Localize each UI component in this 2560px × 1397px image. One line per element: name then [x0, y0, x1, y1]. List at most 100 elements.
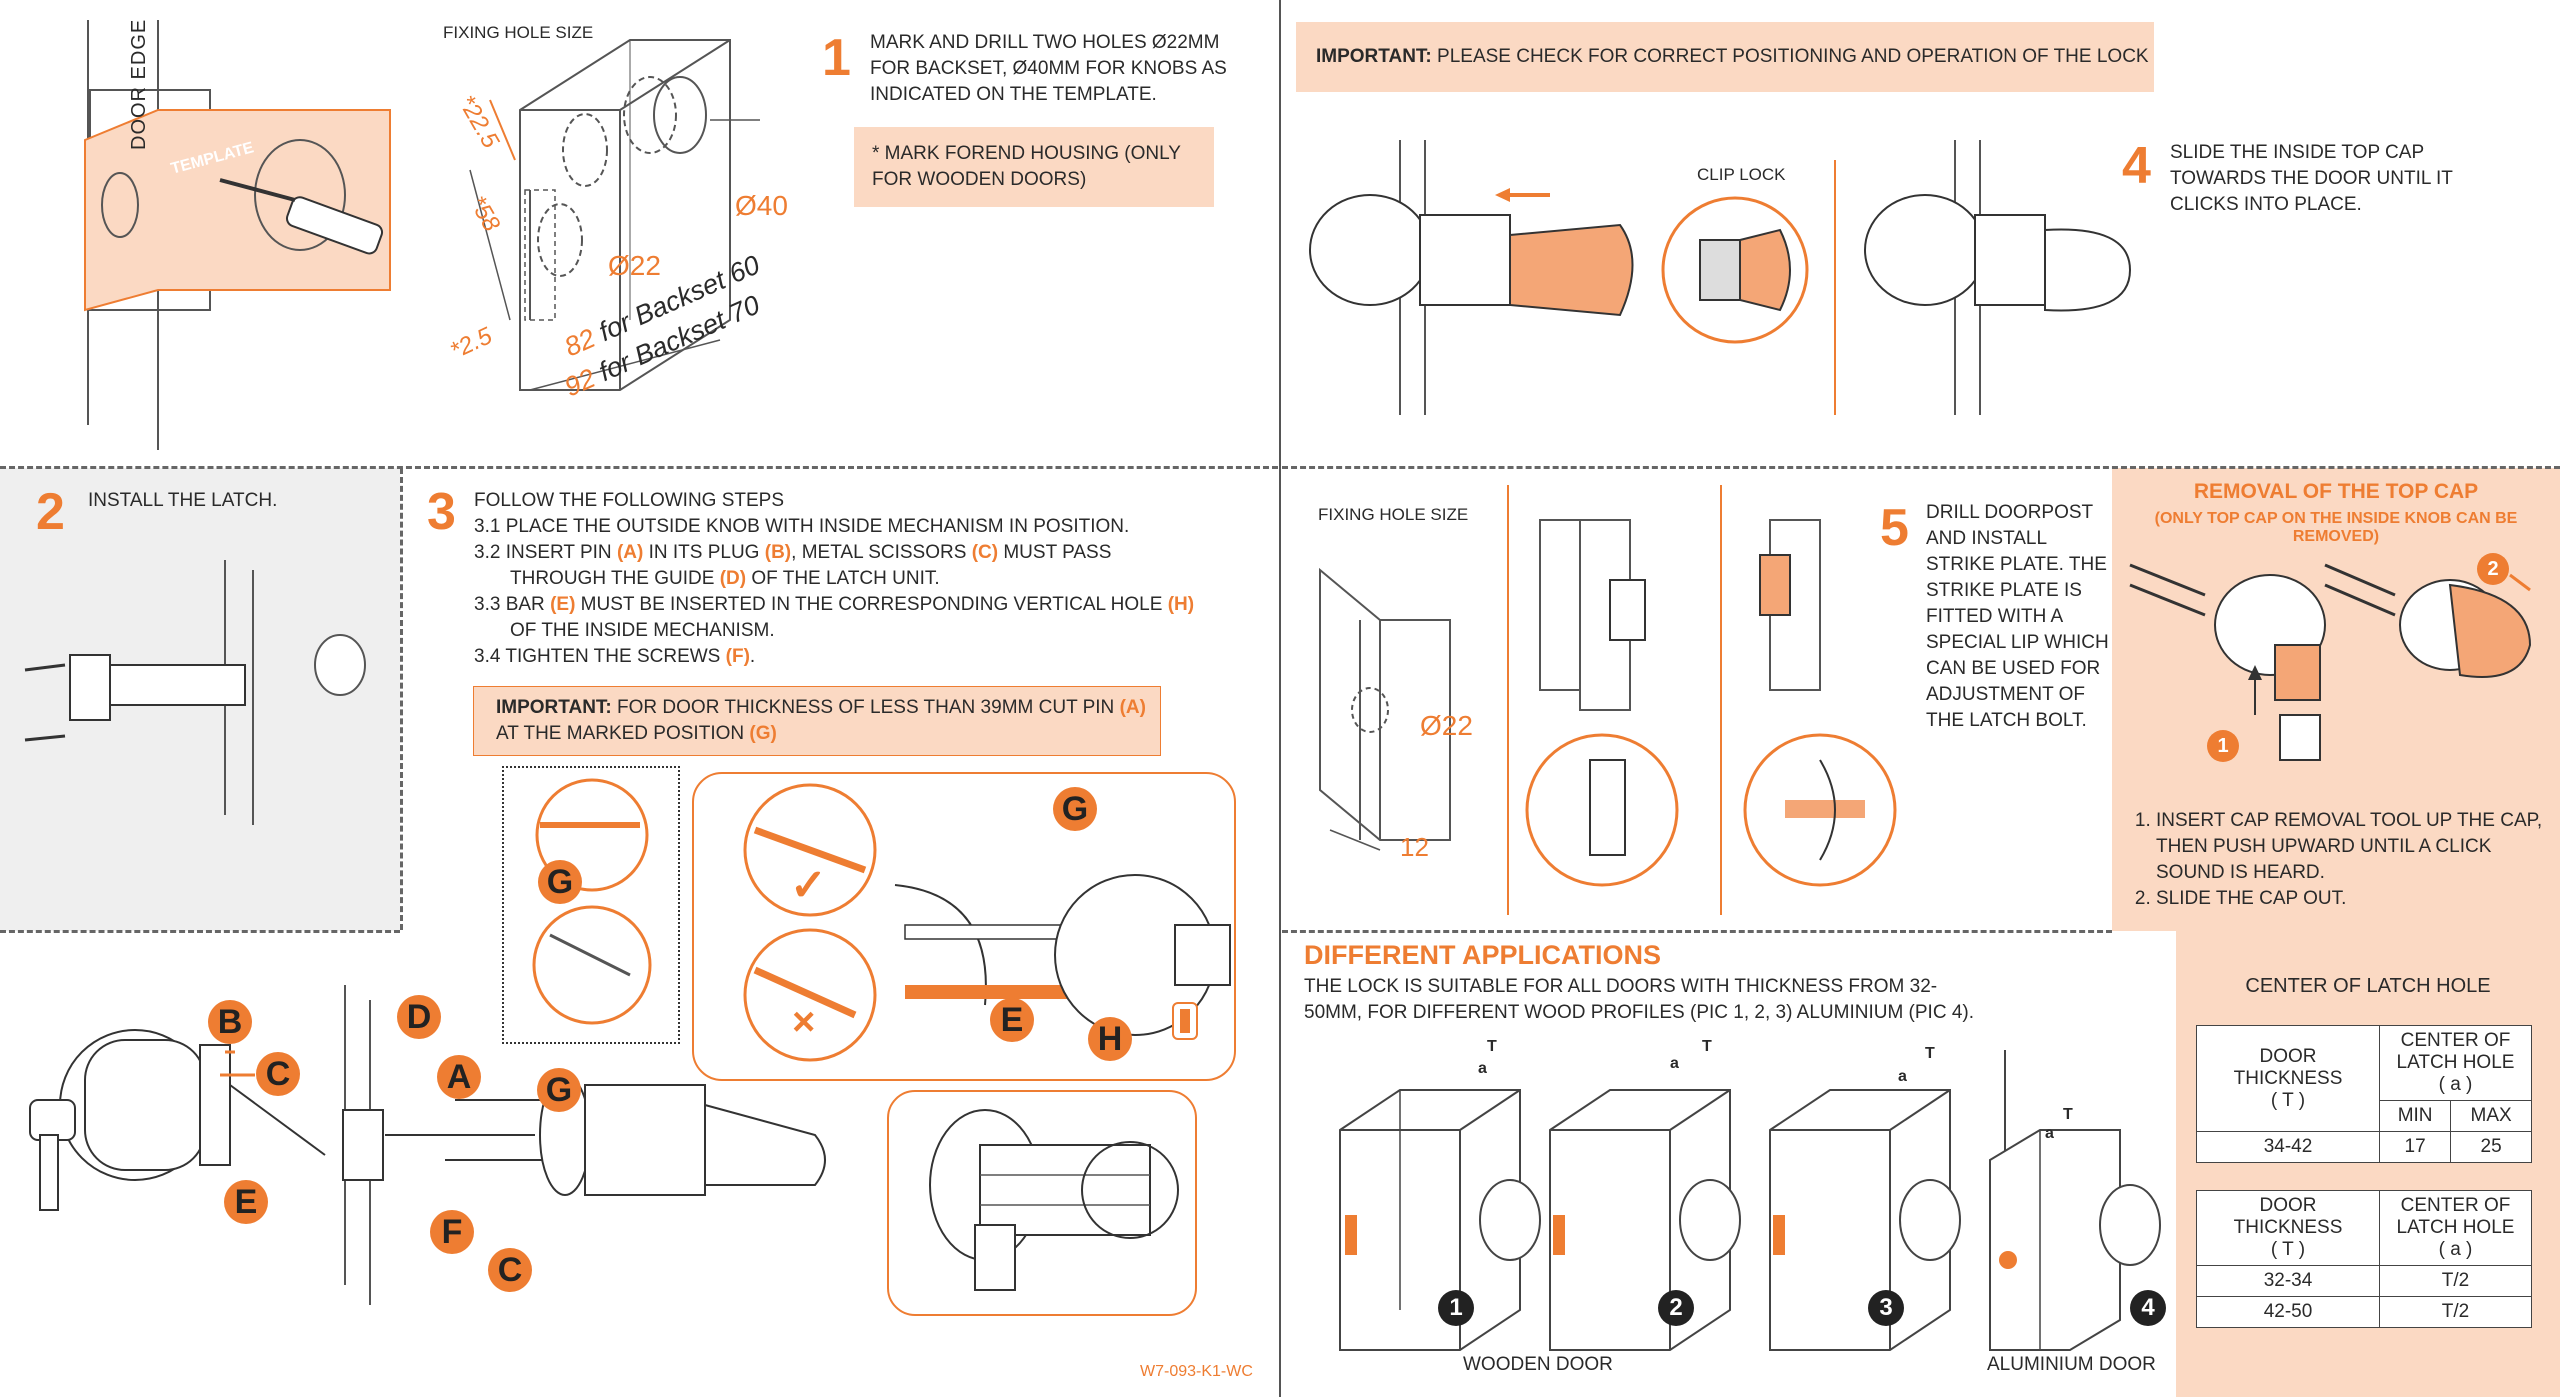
- clip-lock-label: CLIP LOCK: [1697, 165, 1786, 184]
- step3-important-a: FOR DOOR THICKNESS OF LESS THAN 39mm CUT…: [617, 697, 1115, 718]
- aluminium-door-label: ALUMINIUM DOOR: [1987, 1354, 2156, 1375]
- pic-badge-4: 4: [2130, 1290, 2166, 1326]
- step5-dim-12: 12: [1400, 832, 1429, 862]
- step5-number: 5: [1880, 499, 1909, 557]
- dim-40: Ø40: [735, 190, 788, 221]
- ref-F: (F): [725, 646, 750, 667]
- lt2-cell: T/2: [2379, 1296, 2532, 1328]
- document-code: W7-093-K1-WC: [1140, 1363, 1253, 1380]
- step3-2-num: 3.2: [474, 542, 501, 563]
- ref-E: (E): [550, 594, 576, 615]
- assembly-detail-box: [887, 1090, 1197, 1316]
- lt2-cell: 32-34: [2196, 1265, 2380, 1297]
- lt1-h1: DOOR THICKNESS: [2233, 1045, 2343, 1089]
- lt1-cell: 17: [2378, 1131, 2452, 1163]
- step3-important: IMPORTANT: FOR DOOR THICKNESS OF LESS TH…: [473, 686, 1161, 756]
- divider-left-top: [0, 466, 1278, 469]
- divider-right-mid: [1282, 930, 2112, 933]
- badge-D: D: [397, 995, 441, 1039]
- badge-F: F: [430, 1210, 474, 1254]
- removal-badge-1: 1: [2207, 730, 2239, 762]
- latch-hole-title: CENTER OF LATCH HOLE: [2245, 975, 2491, 997]
- profile-dim-a-3: a: [1898, 1068, 1907, 1085]
- lt1-h2b: ( a ): [2438, 1074, 2473, 1095]
- step5-divider-1: [1507, 485, 1509, 915]
- step4-number: 4: [2122, 137, 2151, 195]
- profile-dim-a-1: a: [1478, 1060, 1487, 1077]
- step1-number: 1: [822, 29, 851, 87]
- lt2-h1: DOOR THICKNESS: [2233, 1195, 2343, 1238]
- step3-text: FOLLOW THE FOLLOWING STEPS 3.1 PLACE THE…: [474, 488, 1254, 670]
- step2-text: INSTALL THE LATCH.: [88, 490, 278, 511]
- door-edge-template-illustration: [84, 20, 391, 450]
- applications-title: DIFFERENT APPLICATIONS: [1304, 940, 1661, 970]
- clip-lock-illustration: [1309, 140, 2132, 415]
- profile-dim-T-1: T: [1487, 1038, 1497, 1055]
- important-label: IMPORTANT:: [1316, 46, 1432, 67]
- fixing-hole-box-illustration: [469, 39, 760, 391]
- profile-dim-a-4: a: [2045, 1125, 2054, 1142]
- profile-dim-T-4: T: [2063, 1106, 2073, 1123]
- step3-4-b: .: [749, 646, 756, 667]
- step5-dim-22: Ø22: [1420, 710, 1473, 741]
- step5-divider-2: [1720, 485, 1722, 915]
- pic-badge-2: 2: [1658, 1290, 1694, 1326]
- lt2-cell: T/2: [2379, 1265, 2532, 1297]
- step3-1-text: PLACE THE OUTSIDE KNOB WITH INSIDE MECHA…: [505, 516, 1130, 537]
- lt2-h-thickness: DOOR THICKNESS( T ): [2196, 1190, 2380, 1266]
- lt2-cell: 42-50: [2196, 1296, 2380, 1328]
- latch-table-1: DOOR THICKNESS( T ) CENTER OF LATCH HOLE…: [2196, 1025, 2532, 1163]
- lt2-h-center: CENTER OF LATCH HOLE( a ): [2379, 1190, 2532, 1266]
- step3-3-a: BAR: [505, 594, 545, 615]
- lt1-h1b: ( T ): [2270, 1089, 2306, 1111]
- step2-number: 2: [36, 483, 65, 541]
- step5-text: DRILL DOORPOST AND INSTALL STRIKE PLATE.…: [1926, 502, 2109, 731]
- step3-important-A: (A): [1119, 697, 1146, 718]
- door-profiles-illustration: [1339, 1050, 2161, 1351]
- step3-important-label: IMPORTANT:: [496, 697, 612, 718]
- step3-2-cont: THROUGH THE GUIDE (D) OF THE LATCH UNIT.: [474, 566, 1254, 592]
- check-mark-icon: ✓: [790, 861, 827, 910]
- important-text: PLEASE CHECK FOR CORRECT POSITIONING AND…: [1437, 46, 2149, 67]
- lt1-cell: 25: [2450, 1131, 2532, 1163]
- lt2-h2b: ( a ): [2438, 1239, 2473, 1260]
- badge-H-box: H: [1088, 1017, 1132, 1061]
- divider-right-top: [1282, 466, 2560, 469]
- cross-mark-icon: ×: [792, 1000, 816, 1044]
- ref-B: (B): [764, 542, 792, 563]
- lt1-h2: CENTER OF LATCH HOLE: [2396, 1030, 2515, 1073]
- ref-H: (H): [1167, 594, 1195, 615]
- badge-C-bottom: C: [488, 1248, 532, 1292]
- removal-subtitle: (ONLY TOP CAP ON THE INSIDE KNOB CAN BE …: [2154, 510, 2518, 545]
- removal-steps: INSERT CAP REMOVAL TOOL UP THE CAP, THEN…: [2130, 808, 2556, 912]
- step3-3-cont: OF THE INSIDE MECHANISM.: [510, 620, 775, 641]
- removal-step-2: SLIDE THE CAP OUT.: [2156, 886, 2556, 912]
- cut-position-detail: [502, 766, 680, 1044]
- lt1-min: MIN: [2378, 1100, 2452, 1132]
- latch-table-2: DOOR THICKNESS( T ) CENTER OF LATCH HOLE…: [2196, 1190, 2532, 1328]
- step3-2-e: THROUGH THE GUIDE: [510, 568, 715, 589]
- pin-insertion-illustration: [743, 783, 1231, 1062]
- divider-left-mid: [0, 930, 400, 933]
- profile-dim-T-2: T: [1702, 1038, 1712, 1055]
- assembly-detail-illustration: [929, 1109, 1179, 1291]
- badge-B: B: [208, 1000, 252, 1044]
- step3-3-num: 3.3: [474, 594, 501, 615]
- step3-4: 3.4 TIGHTEN THE SCREWS (F).: [474, 644, 1254, 670]
- doorpost-illustration: [1319, 567, 1451, 851]
- lt1-cell: 34-42: [2196, 1131, 2380, 1163]
- badge-A: A: [437, 1055, 481, 1099]
- step1-text: MARK AND DRILL TWO HOLES Ø22mm FOR BACKS…: [870, 32, 1227, 105]
- step3-3: 3.3 BAR (E) MUST BE INSERTED IN THE CORR…: [474, 592, 1254, 618]
- badge-G-detail: G: [538, 860, 582, 904]
- step4-text: SLIDE THE INSIDE TOP CAP TOWARDS THE DOO…: [2170, 142, 2453, 215]
- wooden-door-label: WOODEN DOOR: [1463, 1354, 1613, 1375]
- divider-step2: [400, 468, 403, 930]
- strike-plate-illustration: [1525, 519, 1897, 887]
- removal-title: REMOVAL OF THE TOP CAP: [2193, 480, 2479, 503]
- step3-important-G: (G): [749, 723, 777, 744]
- removal-panel: [2112, 468, 2560, 931]
- pic-badge-1: 1: [1438, 1290, 1474, 1326]
- step3-4-num: 3.4: [474, 646, 501, 667]
- lt2-h1b: ( T ): [2270, 1239, 2306, 1260]
